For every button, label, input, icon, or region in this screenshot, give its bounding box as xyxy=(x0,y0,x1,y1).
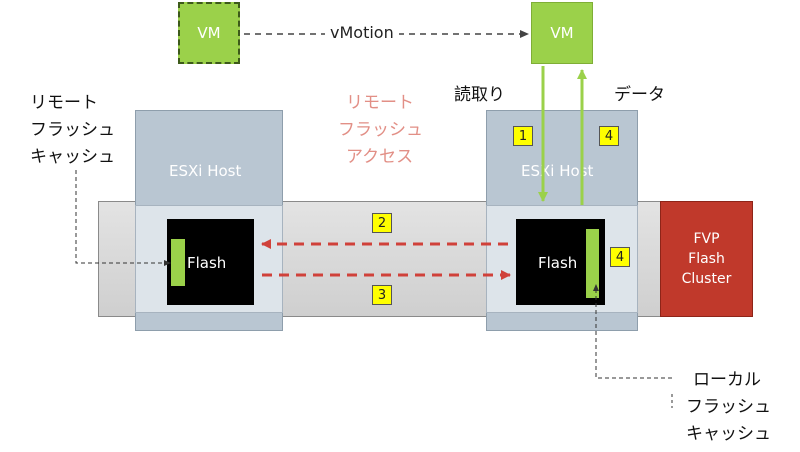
vm-source: VM xyxy=(178,2,240,64)
fvp-flash-cluster xyxy=(660,201,753,317)
remote-access-label-line-2: フラッシュ xyxy=(338,120,423,140)
step-badge-3: 3 xyxy=(372,285,392,305)
fvp-label-line-2: Flash xyxy=(688,251,725,267)
esxi-host-left-label: ESXi Host xyxy=(169,162,242,180)
step-badge-2: 2 xyxy=(372,213,392,233)
vm-target: VM xyxy=(531,2,593,64)
read-label: 読取り xyxy=(454,85,505,105)
remote-cache-bar xyxy=(171,239,185,286)
local-cache-label-line-2: フラッシュ xyxy=(686,397,771,417)
esxi-host-right-label: ESXi Host xyxy=(521,162,594,180)
remote-cache-label-line-1: リモート xyxy=(30,93,98,113)
local-cache-label-line-3: キャッシュ xyxy=(686,424,771,444)
fvp-label-line-1: FVP xyxy=(693,231,720,247)
vmotion-label: vMotion xyxy=(325,23,399,42)
step-badge-4-side: 4 xyxy=(610,247,630,267)
step-badge-1: 1 xyxy=(513,126,533,146)
data-label: データ xyxy=(614,85,665,105)
remote-cache-label-line-2: フラッシュ xyxy=(30,120,115,140)
step-badge-4-top: 4 xyxy=(599,126,619,146)
remote-access-label-line-1: リモート xyxy=(346,93,414,113)
flash-right-label: Flash xyxy=(538,254,578,272)
remote-cache-pointer xyxy=(75,170,171,266)
remote-cache-label-line-3: キャッシュ xyxy=(30,147,115,167)
local-cache-bar xyxy=(586,229,599,298)
flash-left-label: Flash xyxy=(187,254,227,272)
local-cache-label-line-1: ローカル xyxy=(693,370,761,390)
remote-access-label-line-3: アクセス xyxy=(346,147,414,167)
local-cache-pointer xyxy=(593,284,672,379)
fvp-label-line-3: Cluster xyxy=(681,271,732,287)
